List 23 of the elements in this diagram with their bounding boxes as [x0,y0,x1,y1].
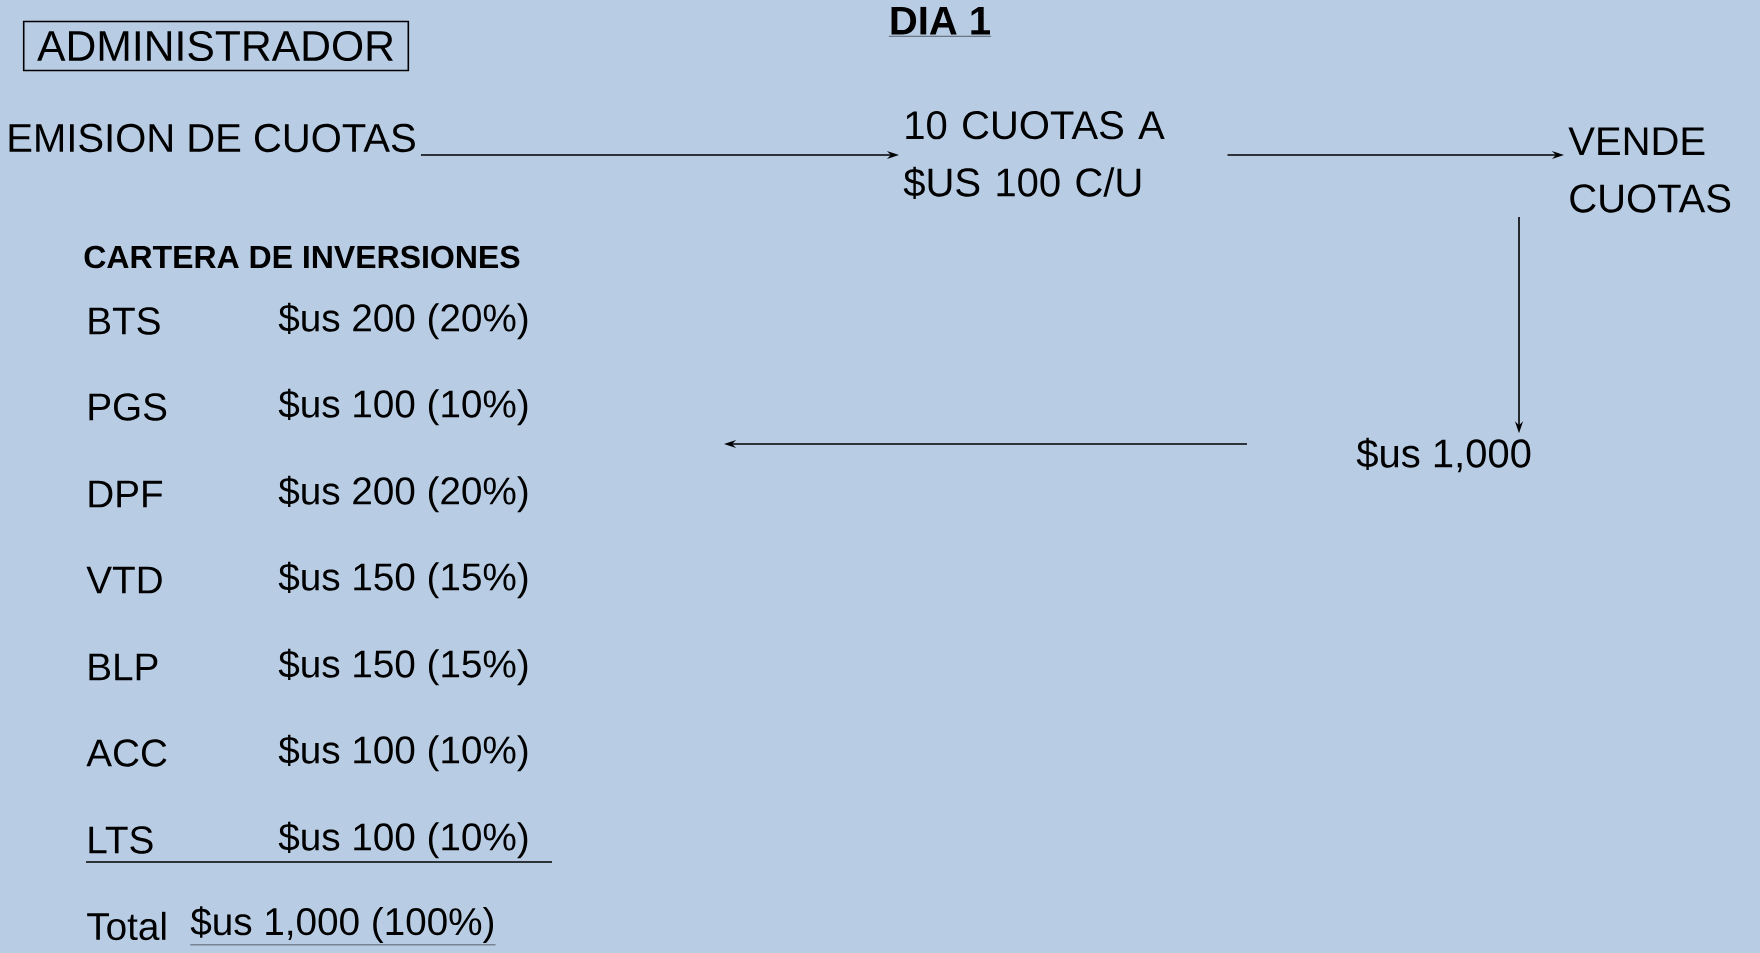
table-heading: CARTERA DE INVERSIONES [84,245,520,269]
amount-text: $us 150 (15%) [278,561,528,599]
amount-text: $us 200 (20%) [278,302,528,340]
table-label: BTS [89,307,160,335]
table-label: ACC [86,739,167,767]
amount-text: $us 100 (10%) [278,388,528,426]
process-text: EMISION DE CUOTAS [9,123,415,153]
process-text: VENDE CUOTAS [1568,127,1731,213]
amount-text: $us 100 (10%) [278,734,528,772]
table-label: LTS [89,826,153,854]
table-label: DPF [89,480,163,508]
process-text: 10 CUOTAS A $US 100 C/U [903,110,1165,199]
table-label: VTD [86,566,162,594]
amount-text: $us 1,000 [1356,437,1531,473]
amount-text: $us 200 (20%) [278,475,528,513]
amount-text: $us 1,000 (100%) [190,906,496,946]
table-label: PGS [89,393,167,421]
amount-text: $us 150 (15%) [278,648,528,686]
title: DIA 1 [888,6,992,37]
administrator-box: ADMINISTRADOR [22,20,410,72]
table-label: BLP [89,653,158,681]
amount-text: $us 100 (10%) [278,821,528,859]
table-label: Total [87,911,166,941]
